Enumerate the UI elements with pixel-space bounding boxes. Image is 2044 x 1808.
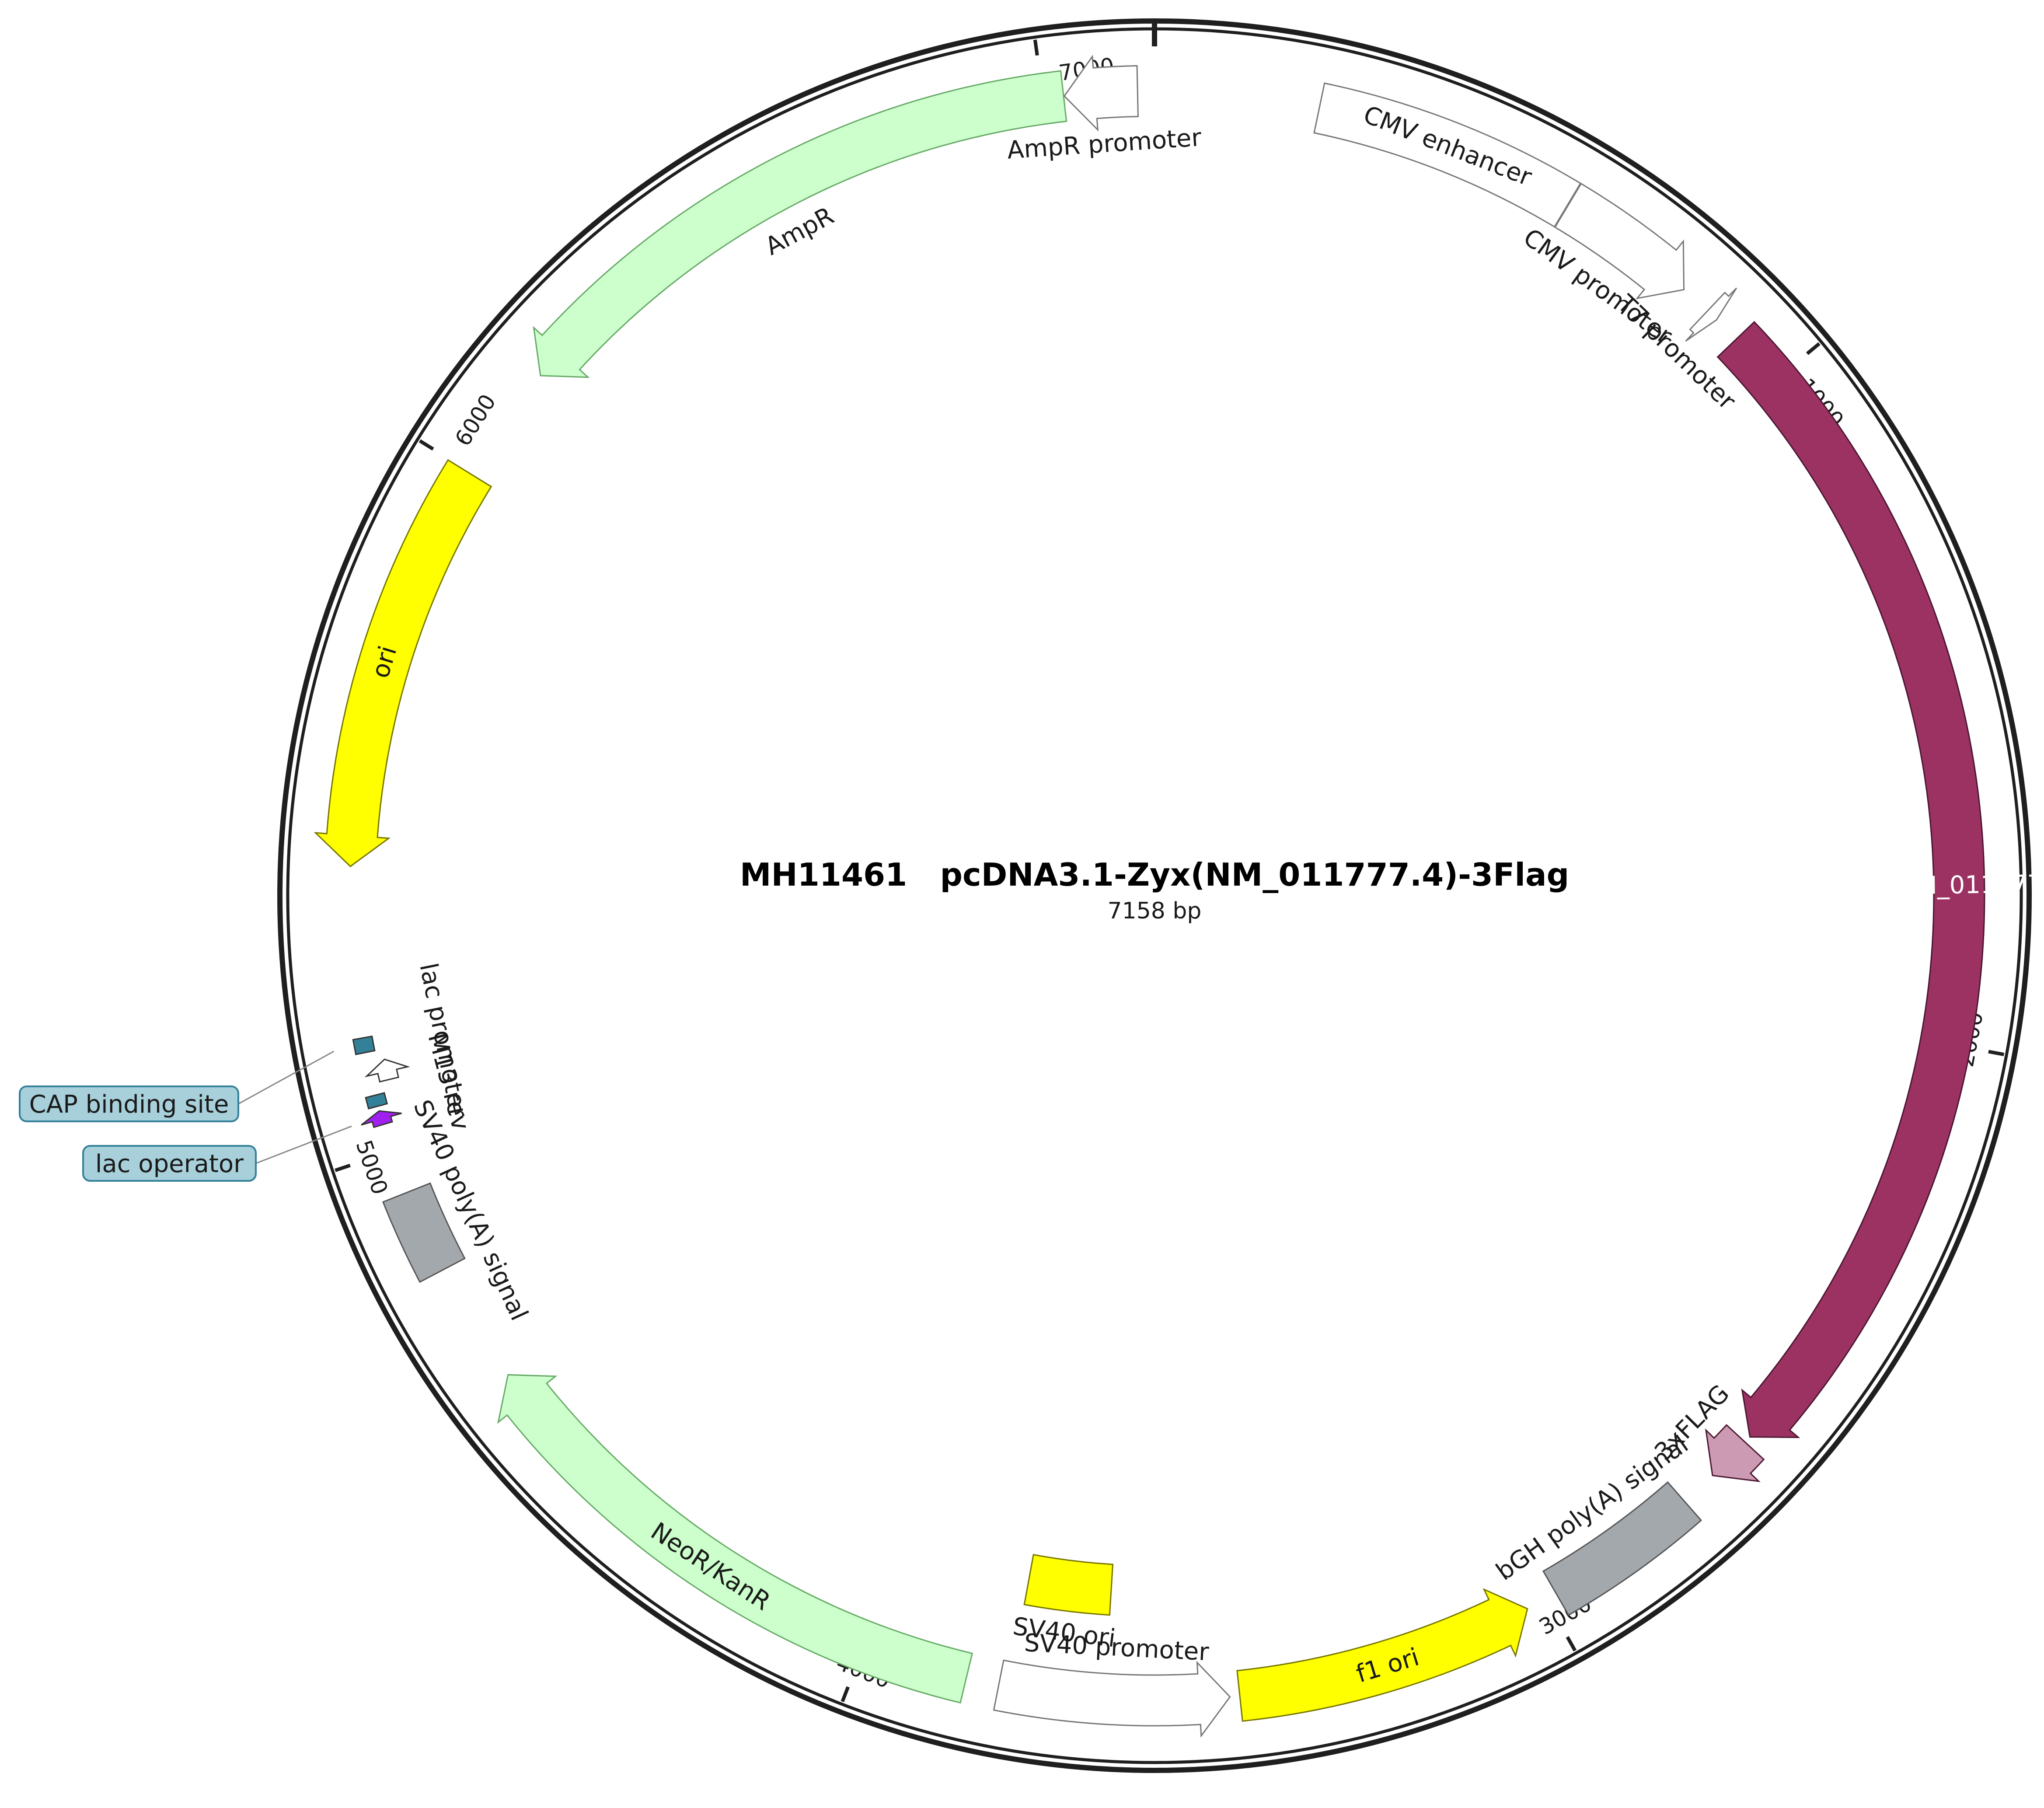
- feature-cmv-promoter: [1554, 182, 1685, 300]
- tick-3000: [1566, 1636, 1577, 1652]
- lac-operator-callout-box: [82, 1145, 257, 1182]
- lac-operator-callout-label: lac operator: [95, 1150, 244, 1178]
- label-zyx: Zyx(NM_011777.4): [1842, 869, 2044, 901]
- feature-zyx: [1716, 321, 1985, 1438]
- lac-operator-leader-line: [255, 1125, 352, 1164]
- cap-binding-site-leader-line: [238, 1051, 335, 1105]
- tick-4000: [841, 1686, 850, 1703]
- feature-cap-box: [352, 1035, 376, 1055]
- feature-m13rev-box: [365, 1092, 388, 1110]
- tick-label-5000: 5000: [351, 1137, 392, 1198]
- feature-3xflag: [1705, 1424, 1765, 1483]
- feature-cmv-enhancer: [1313, 82, 1582, 228]
- plasmid-title: MH11461 pcDNA3.1-Zyx(NM_011777.4)-3Flag: [740, 856, 1569, 893]
- feature-sv40-promoter: [993, 1659, 1231, 1738]
- tick-label-6000: 6000: [450, 390, 501, 450]
- cap-binding-site-callout-box: [19, 1085, 239, 1122]
- callouts: CAP binding site lac operator: [19, 1051, 352, 1182]
- feature-bgh-polya: [1542, 1481, 1702, 1616]
- feature-ampr-promoter: [1063, 54, 1139, 132]
- feature-sv40-ori: [1023, 1554, 1114, 1616]
- label-ampr-promoter: AmpR promoter: [1006, 123, 1203, 165]
- plasmid-title-block: MH11461 pcDNA3.1-Zyx(NM_011777.4)-3Flag …: [740, 856, 1569, 924]
- backbone-inner-ring: [286, 27, 2023, 1764]
- cap-binding-site-callout-label: CAP binding site: [29, 1090, 229, 1119]
- tick-5000: [335, 1163, 351, 1172]
- feature-sv40-polya: [382, 1182, 466, 1283]
- feature-lac-operator-box: [361, 1110, 402, 1128]
- plasmid-backbone: [277, 18, 2032, 1773]
- plasmid-size: 7158 bp: [1108, 898, 1202, 924]
- feature-t7-promoter: [1685, 287, 1737, 342]
- tick-6000: [419, 439, 434, 451]
- tick-2000: [1988, 1050, 2005, 1056]
- feature-track: [314, 54, 1985, 1738]
- tick-7000: [1033, 39, 1039, 56]
- feature-lac-promoter-box: [364, 1058, 410, 1083]
- feature-ampr: [533, 70, 1067, 378]
- feature-neor: [497, 1374, 973, 1704]
- tick-1000: [1806, 342, 1821, 355]
- feature-ori: [314, 459, 492, 867]
- feature-f1-ori: [1236, 1588, 1528, 1722]
